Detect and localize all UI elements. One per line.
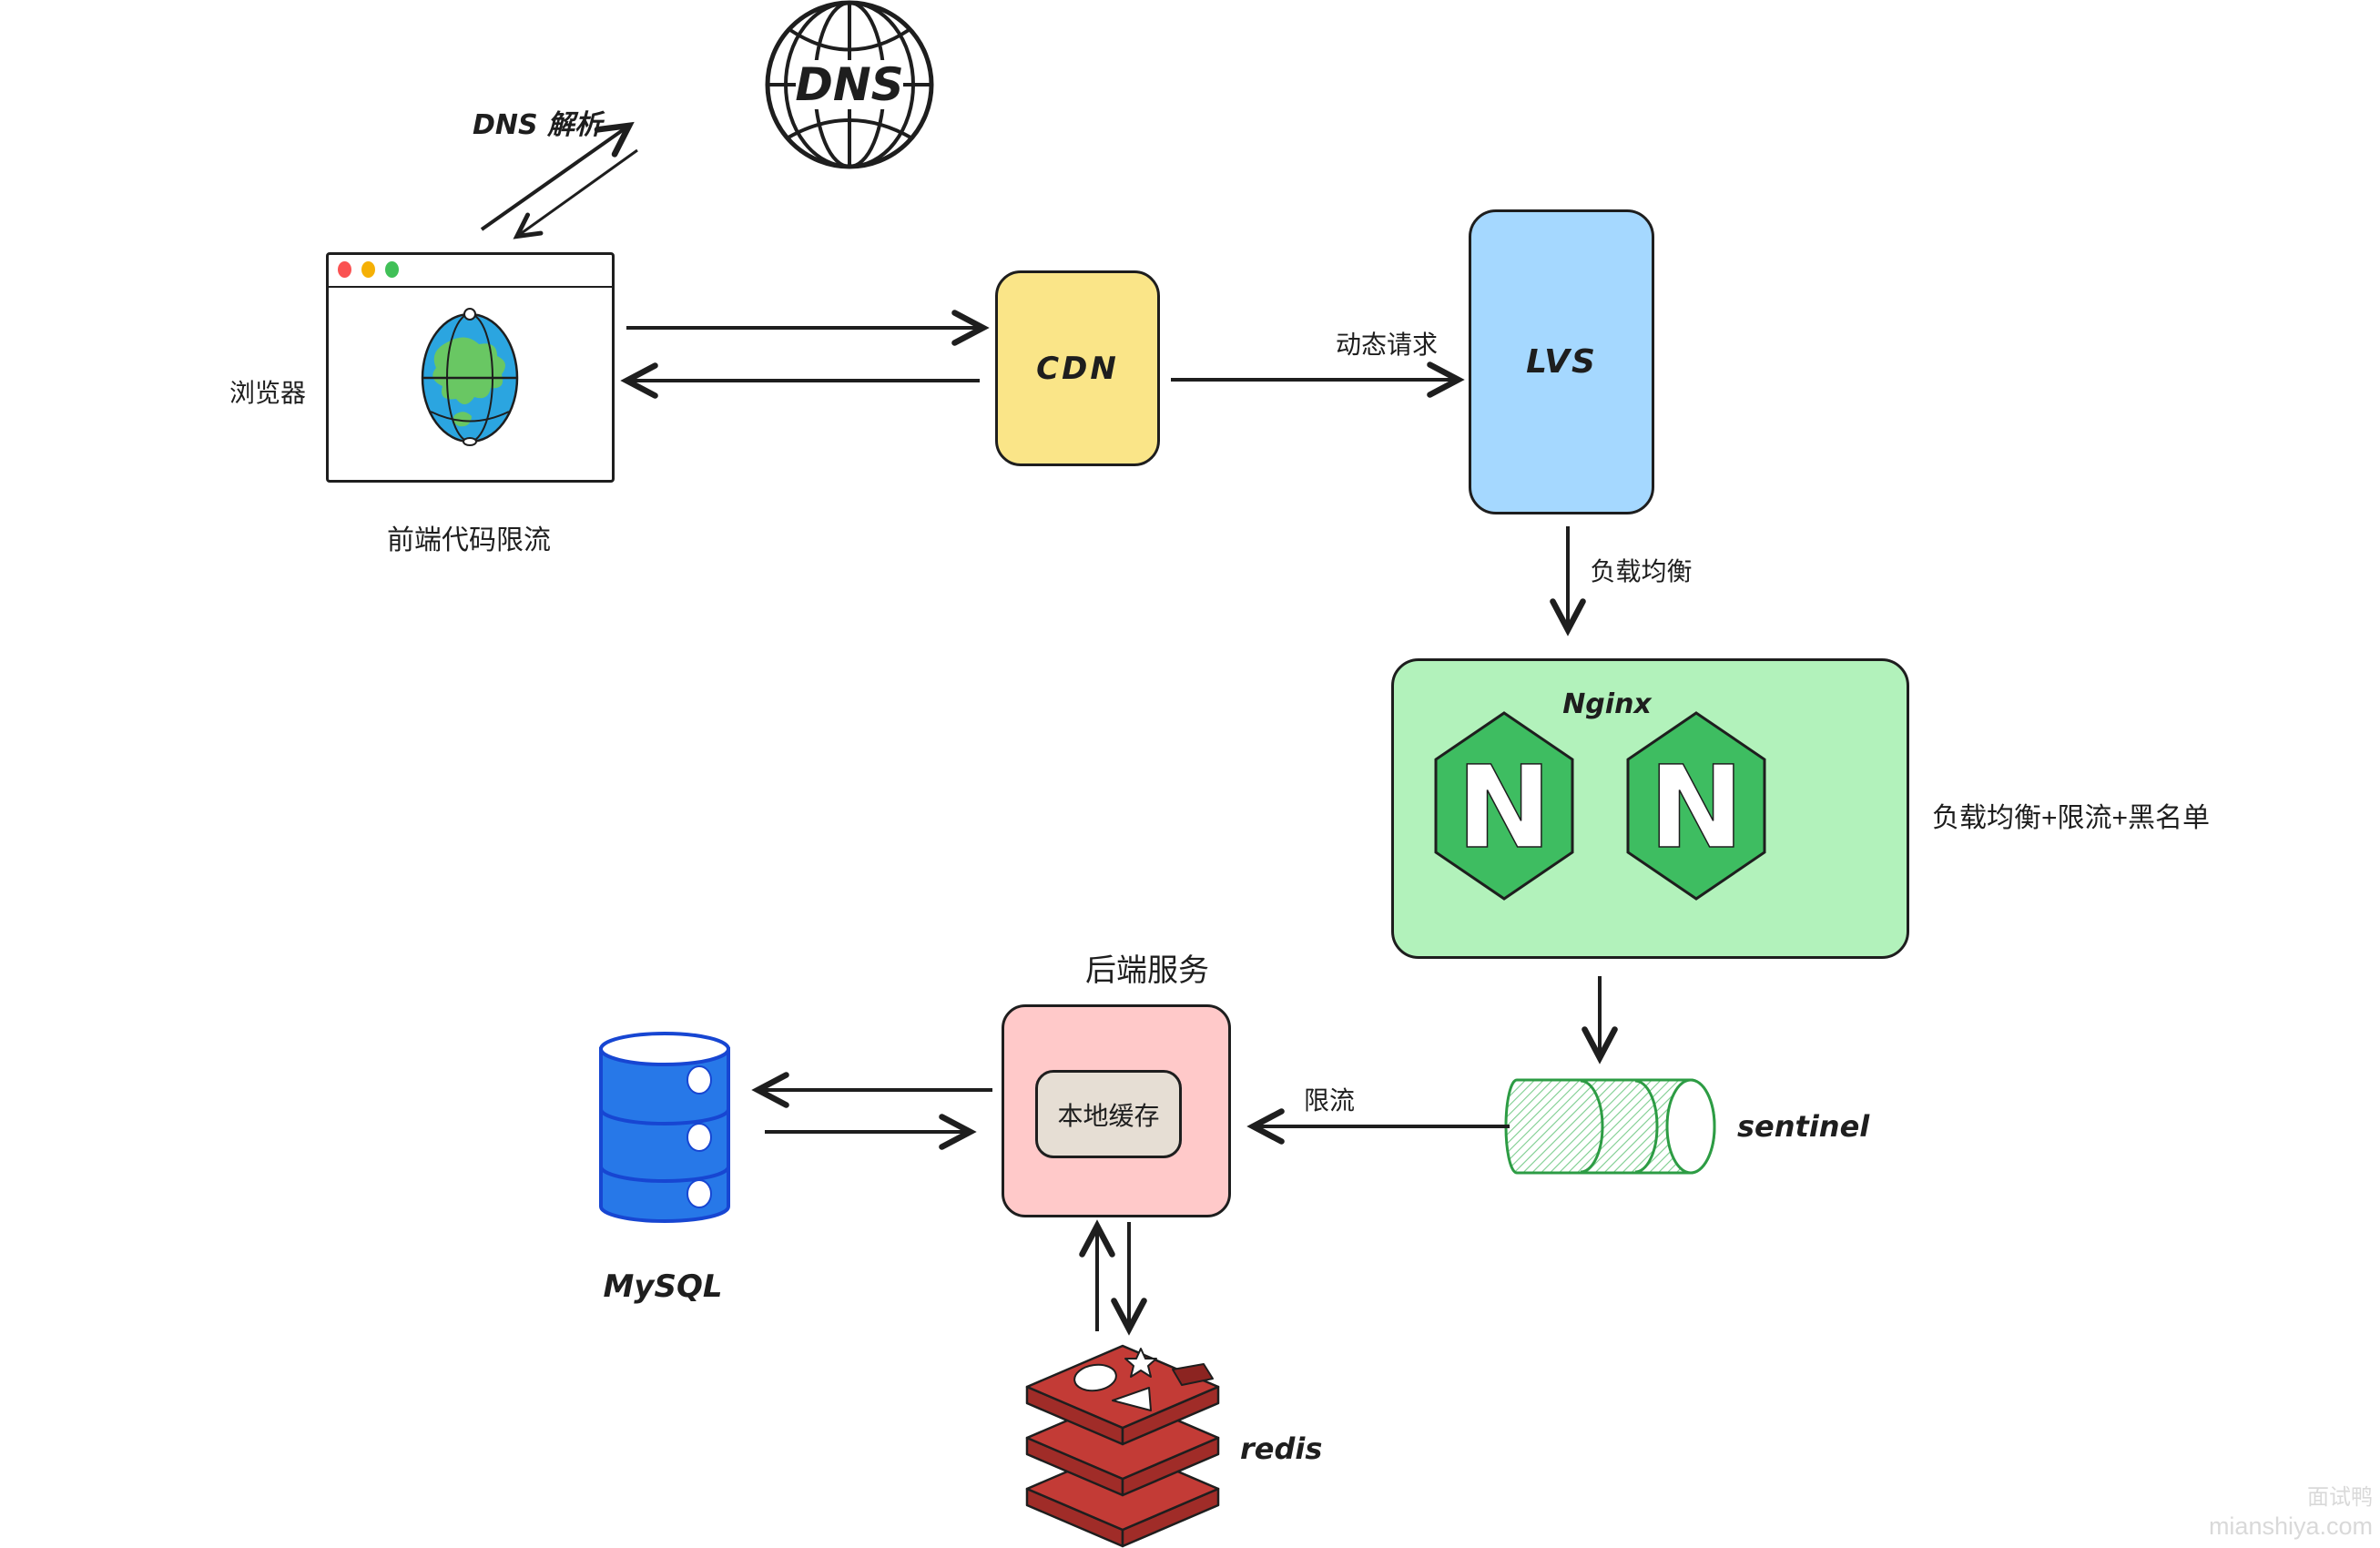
cdn-node: CDN bbox=[995, 270, 1160, 466]
browser-side-label: 浏览器 bbox=[229, 379, 307, 407]
browser-window bbox=[326, 252, 615, 483]
dns-label: DNS bbox=[795, 58, 903, 111]
rate-limit-label: 限流 bbox=[1303, 1086, 1355, 1115]
nginx-title-label: Nginx bbox=[1562, 688, 1652, 720]
load-balance-label: 负载均衡 bbox=[1590, 557, 1693, 586]
redis-star-cutout bbox=[1124, 1348, 1157, 1378]
arrow-browser-to-dns bbox=[480, 121, 635, 231]
mysql-database-icon bbox=[599, 1032, 730, 1223]
traffic-light-yellow-icon bbox=[361, 261, 375, 278]
sentinel-cylinder-icon bbox=[1504, 1078, 1716, 1175]
dns-resolve-label: DNS 解析 bbox=[472, 109, 603, 141]
watermark: 面试鸭 mianshiya.com bbox=[2209, 1485, 2373, 1541]
redis-triangle-cutout bbox=[1112, 1387, 1152, 1411]
browser-caption-label: 前端代码限流 bbox=[387, 525, 551, 555]
browser-titlebar bbox=[329, 255, 612, 288]
nginx-annotation-label: 负载均衡+限流+黑名单 bbox=[1932, 803, 2211, 833]
arrow-dns-to-browser bbox=[513, 148, 638, 239]
watermark-brand: 面试鸭 bbox=[2307, 1484, 2373, 1510]
lvs-label: LVS bbox=[1526, 343, 1597, 381]
dynamic-request-label: 动态请求 bbox=[1335, 331, 1438, 359]
backend-title-label: 后端服务 bbox=[1085, 953, 1209, 988]
local-cache-node: 本地缓存 bbox=[1035, 1070, 1182, 1158]
local-cache-label: 本地缓存 bbox=[1057, 1101, 1160, 1130]
cdn-label: CDN bbox=[1036, 350, 1119, 387]
redis-label: redis bbox=[1240, 1431, 1323, 1466]
redis-square-hole bbox=[1172, 1363, 1214, 1386]
redis-stack-icon bbox=[1025, 1344, 1220, 1548]
traffic-light-green-icon bbox=[385, 261, 399, 278]
dns-globe-icon bbox=[765, 0, 934, 169]
lvs-node: LVS bbox=[1469, 209, 1654, 514]
browser-globe-icon bbox=[421, 308, 519, 446]
traffic-light-red-icon bbox=[338, 261, 351, 278]
sentinel-label: sentinel bbox=[1737, 1109, 1870, 1144]
watermark-url: mianshiya.com bbox=[2208, 1512, 2373, 1540]
mysql-label: MySQL bbox=[603, 1268, 723, 1305]
redis-circle-cutout bbox=[1073, 1363, 1117, 1392]
